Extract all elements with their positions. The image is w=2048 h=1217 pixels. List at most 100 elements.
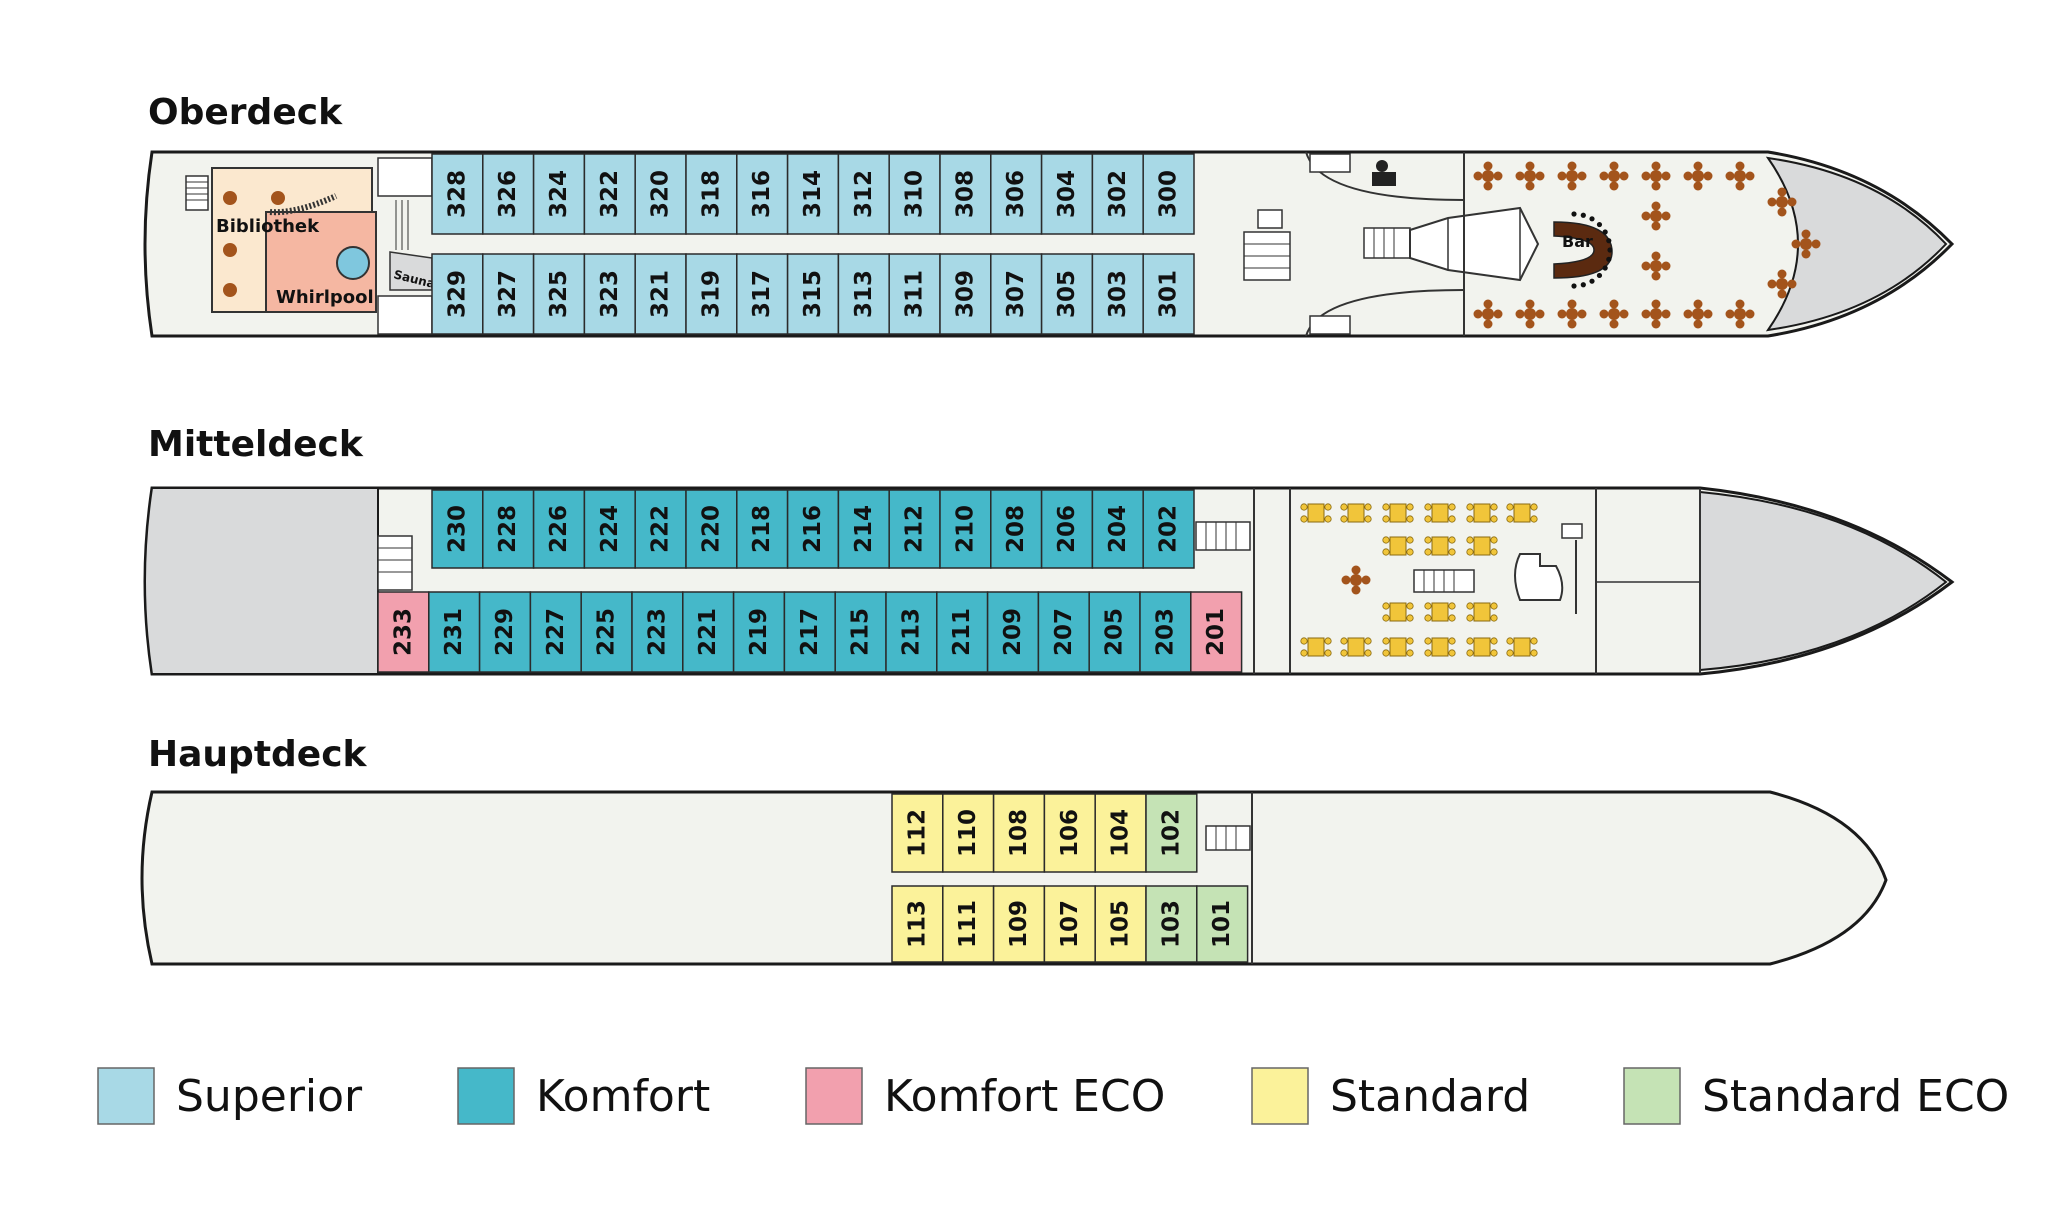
- cabin-203[interactable]: 203: [1139, 591, 1192, 673]
- cabin-215[interactable]: 215: [834, 591, 887, 673]
- cabin-225[interactable]: 225: [580, 591, 633, 673]
- cabin-112[interactable]: 112: [891, 793, 944, 873]
- cabin-101[interactable]: 101: [1196, 885, 1249, 963]
- cabin-number: 317: [749, 270, 775, 318]
- cabin-302[interactable]: 302: [1091, 153, 1144, 235]
- cabin-329[interactable]: 329: [431, 253, 484, 335]
- cabin-324[interactable]: 324: [532, 153, 586, 235]
- cabin-300[interactable]: 300: [1142, 153, 1195, 235]
- cabin-312[interactable]: 312: [837, 153, 890, 235]
- cabin-216[interactable]: 216: [786, 489, 840, 569]
- cabin-214[interactable]: 214: [837, 489, 890, 569]
- restaurant-table: [1424, 637, 1456, 657]
- cabin-322[interactable]: 322: [583, 153, 636, 235]
- cabin-315[interactable]: 315: [786, 253, 840, 335]
- cabin-308[interactable]: 308: [939, 153, 992, 235]
- cabin-217[interactable]: 217: [783, 591, 836, 673]
- cabin-227[interactable]: 227: [529, 591, 582, 673]
- cabin-210[interactable]: 210: [939, 489, 992, 569]
- cabin-211[interactable]: 211: [936, 591, 989, 673]
- cabin-317[interactable]: 317: [736, 253, 789, 335]
- cabin-303[interactable]: 303: [1091, 253, 1144, 335]
- cabin-228[interactable]: 228: [482, 489, 535, 569]
- cabin-box: [431, 153, 484, 235]
- cabin-110[interactable]: 110: [942, 793, 995, 873]
- cabin-box: [837, 253, 890, 335]
- cabin-327[interactable]: 327: [482, 253, 535, 335]
- restaurant-table: [1506, 503, 1538, 523]
- cabin-106[interactable]: 106: [1043, 793, 1096, 873]
- cabin-208[interactable]: 208: [990, 489, 1043, 569]
- bar-counter: [1553, 221, 1613, 279]
- cabin-box: [888, 253, 941, 335]
- cabin-box: [1091, 153, 1144, 235]
- cabin-113[interactable]: 113: [891, 885, 944, 963]
- cabin-number: 329: [444, 270, 470, 318]
- cabin-311[interactable]: 311: [888, 253, 941, 335]
- cabin-102[interactable]: 102: [1145, 793, 1198, 873]
- cabin-207[interactable]: 207: [1037, 591, 1090, 673]
- cabin-206[interactable]: 206: [1040, 489, 1094, 569]
- cabin-307[interactable]: 307: [990, 253, 1043, 335]
- lounge-tables: [1473, 161, 1821, 329]
- cabin-221[interactable]: 221: [682, 591, 735, 673]
- cabin-304[interactable]: 304: [1040, 153, 1094, 235]
- cabin-212[interactable]: 212: [888, 489, 941, 569]
- cabin-204[interactable]: 204: [1091, 489, 1144, 569]
- cabin-318[interactable]: 318: [685, 153, 738, 235]
- aft-entry-top: [377, 157, 433, 197]
- cabin-230[interactable]: 230: [431, 489, 484, 569]
- cabin-number: 218: [749, 505, 775, 553]
- cabin-108[interactable]: 108: [992, 793, 1046, 873]
- cabin-314[interactable]: 314: [786, 153, 840, 235]
- cabin-103[interactable]: 103: [1145, 885, 1198, 963]
- cabin-219[interactable]: 219: [732, 591, 786, 673]
- cabin-222[interactable]: 222: [634, 489, 687, 569]
- cabin-box: [891, 793, 944, 873]
- wheelhouse-icon: [1372, 160, 1396, 186]
- cabin-205[interactable]: 205: [1088, 591, 1141, 673]
- cabin-box: [482, 153, 535, 235]
- cabin-305[interactable]: 305: [1040, 253, 1094, 335]
- cabin-104[interactable]: 104: [1094, 793, 1147, 873]
- cabin-201[interactable]: 201: [1190, 591, 1243, 673]
- cabin-309[interactable]: 309: [939, 253, 992, 335]
- cabin-321[interactable]: 321: [634, 253, 687, 335]
- cabin-306[interactable]: 306: [990, 153, 1043, 235]
- cabin-number: 312: [851, 170, 877, 218]
- cabin-box: [1145, 793, 1198, 873]
- cabin-310[interactable]: 310: [888, 153, 941, 235]
- cabin-220[interactable]: 220: [685, 489, 738, 569]
- cabin-229[interactable]: 229: [478, 591, 532, 673]
- cabin-109[interactable]: 109: [992, 885, 1046, 963]
- cabin-316[interactable]: 316: [736, 153, 789, 235]
- lounge-table: [1515, 299, 1545, 329]
- cabin-325[interactable]: 325: [532, 253, 586, 335]
- cabin-209[interactable]: 209: [986, 591, 1040, 673]
- cabin-number: 112: [904, 809, 930, 857]
- cabin-213[interactable]: 213: [885, 591, 938, 673]
- cabin-number: 212: [902, 505, 928, 553]
- restaurant-table: [1466, 602, 1498, 622]
- cabin-323[interactable]: 323: [583, 253, 636, 335]
- lounge-table: [1641, 201, 1671, 231]
- cabin-218[interactable]: 218: [736, 489, 789, 569]
- cabin-105[interactable]: 105: [1094, 885, 1147, 963]
- cabin-328[interactable]: 328: [431, 153, 484, 235]
- cabin-223[interactable]: 223: [631, 591, 684, 673]
- cabin-202[interactable]: 202: [1142, 489, 1195, 569]
- cabin-326[interactable]: 326: [482, 153, 535, 235]
- forward-stairwell: [1195, 521, 1251, 551]
- cabin-number: 308: [952, 170, 978, 218]
- cabin-107[interactable]: 107: [1043, 885, 1096, 963]
- cabin-233[interactable]: 233: [377, 591, 430, 673]
- cabin-320[interactable]: 320: [634, 153, 687, 235]
- cabin-301[interactable]: 301: [1142, 253, 1195, 335]
- cabin-231[interactable]: 231: [428, 591, 481, 673]
- cabin-box: [885, 591, 938, 673]
- cabin-319[interactable]: 319: [685, 253, 738, 335]
- cabin-224[interactable]: 224: [583, 489, 636, 569]
- cabin-226[interactable]: 226: [532, 489, 586, 569]
- cabin-111[interactable]: 111: [942, 885, 995, 963]
- cabin-313[interactable]: 313: [837, 253, 890, 335]
